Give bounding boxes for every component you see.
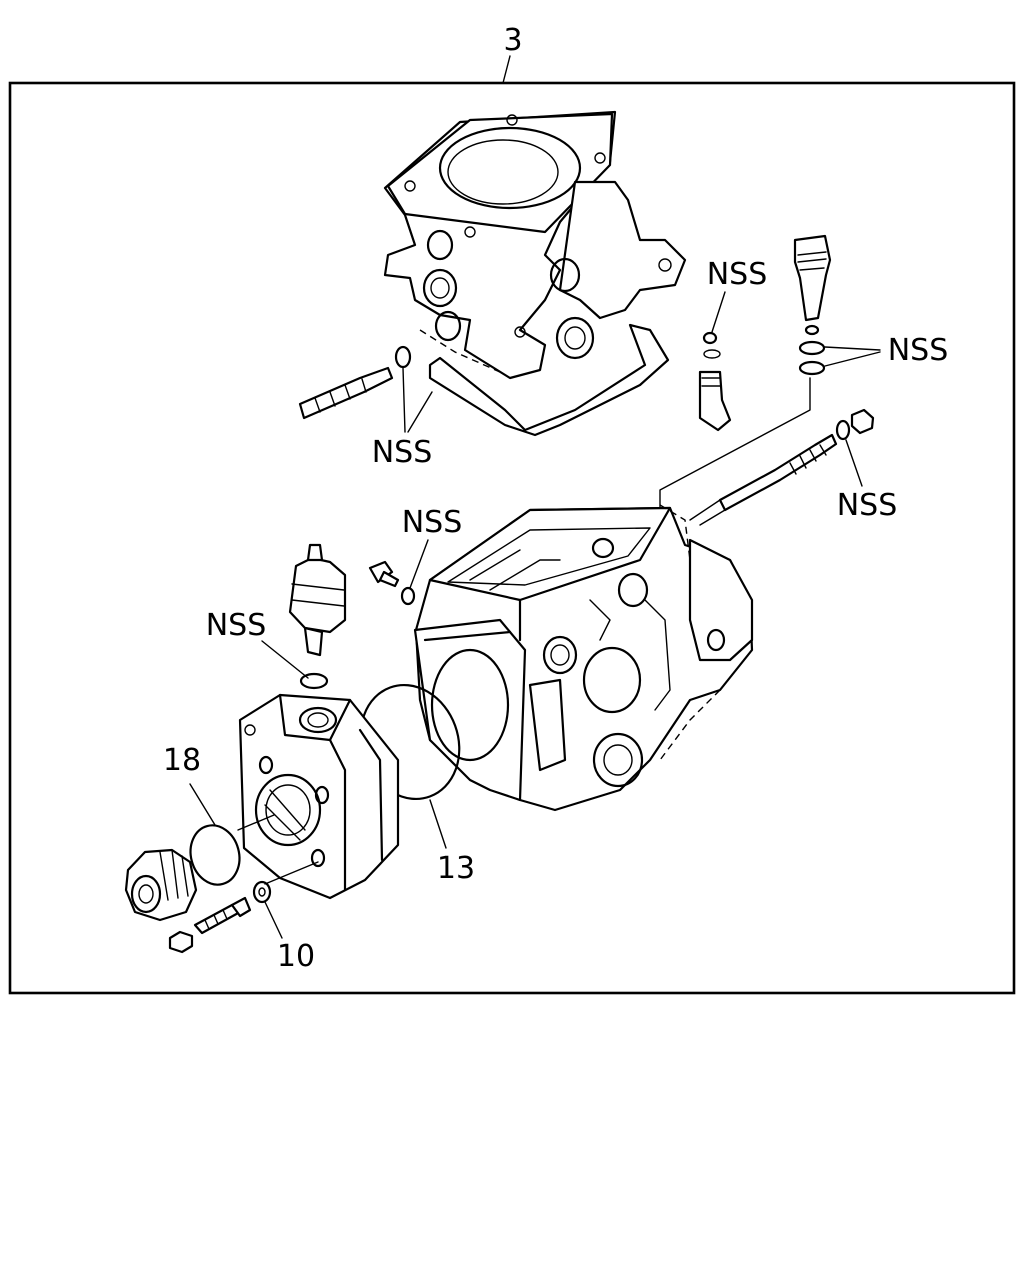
nss-callout-top-middle: NSS <box>707 257 768 292</box>
adjusting-screw-washer <box>835 419 851 441</box>
cover-leader-a <box>237 814 275 831</box>
main-body-dashed-outline <box>659 504 721 761</box>
nss-callout-middle: NSS <box>402 505 463 540</box>
callout-10-leader <box>264 901 283 939</box>
stud-o-ring <box>394 345 412 369</box>
pump-cover-block <box>238 693 400 900</box>
nss-top-middle-leader <box>711 291 726 333</box>
left-threaded-stud <box>298 366 394 420</box>
nss-middle-leader <box>409 539 429 589</box>
right-valve-part <box>793 234 832 376</box>
nss-top-left-leader-a <box>402 367 406 433</box>
upper-gasket <box>428 323 670 437</box>
nss-top-left-leader-b <box>407 391 433 433</box>
callout-13: 13 <box>437 851 475 886</box>
nss-callout-right: NSS <box>837 488 898 523</box>
nss-right-leader <box>845 439 863 487</box>
nss-callout-left: NSS <box>206 608 267 643</box>
small-nut <box>168 930 194 954</box>
small-bolt-washer <box>400 586 416 606</box>
o-ring-18 <box>189 824 241 886</box>
washer-10 <box>252 880 272 904</box>
nss-left-leader <box>261 640 309 679</box>
assembly-frame <box>8 81 1016 995</box>
main-pump-body <box>413 506 754 812</box>
threaded-plug <box>124 848 198 922</box>
cover-leader-b <box>264 861 319 885</box>
small-valve-part <box>698 331 732 432</box>
callout-18: 18 <box>163 743 201 778</box>
nss-top-right-leader-a <box>824 346 881 351</box>
nss-callout-top-right: NSS <box>888 333 949 368</box>
small-bolt <box>368 560 400 588</box>
callout-18-leader <box>189 783 216 826</box>
frame-callout-label: 3 <box>503 23 522 58</box>
callout-3-leader <box>502 55 511 84</box>
small-screw <box>193 896 252 935</box>
callout-13-leader <box>429 799 447 849</box>
nss-top-right-leader-b <box>824 351 881 367</box>
solenoid-o-ring <box>299 672 329 690</box>
solenoid-valve <box>288 543 347 657</box>
callout-10: 10 <box>277 939 315 974</box>
upper-housing <box>383 110 687 380</box>
adjusting-screw-nut <box>850 408 875 435</box>
long-adjusting-screw <box>689 433 838 526</box>
nss-callout-top-left: NSS <box>372 435 433 470</box>
washer-10-inner <box>258 887 266 897</box>
